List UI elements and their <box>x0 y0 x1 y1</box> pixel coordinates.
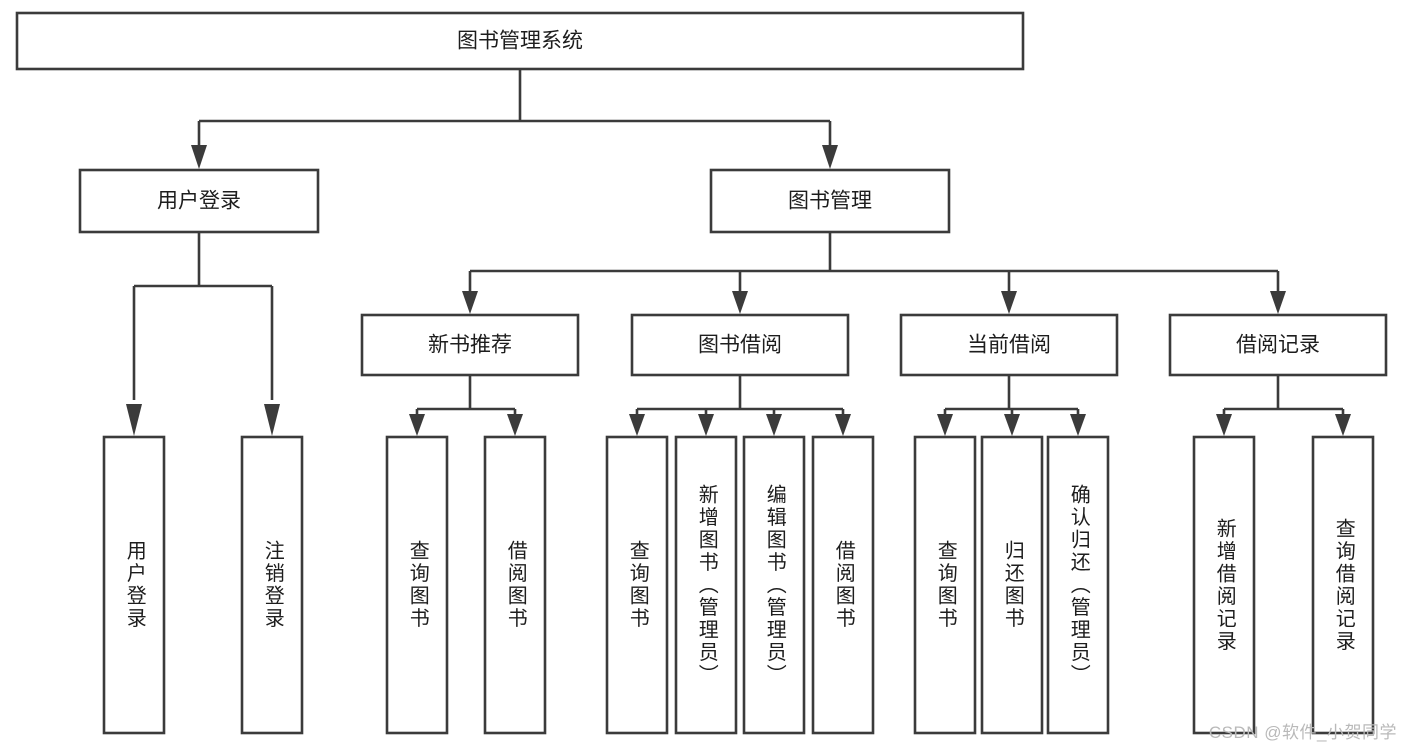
node-book-management-label: 图书管理 <box>788 190 872 213</box>
leaf-box-add-book-admin[interactable] <box>674 435 738 735</box>
connector-group-borrow <box>629 375 851 436</box>
node-book-borrow[interactable]: 图书借阅 <box>630 313 850 377</box>
arrow-bookmgmt-to-newbook <box>462 291 478 314</box>
arrow-userlogin-leaf-1 <box>126 404 142 436</box>
arrow-userlogin-leaf-2 <box>264 404 280 436</box>
leaf-box-borrow-book-recommend[interactable] <box>483 435 547 735</box>
node-borrow-record[interactable]: 借阅记录 <box>1168 313 1388 377</box>
leaf-box-user-login[interactable] <box>102 435 166 735</box>
leaf-box-logout[interactable] <box>240 435 304 735</box>
connector-group-bookmgmt <box>462 232 1286 314</box>
arrow-root-to-userlogin <box>191 145 207 169</box>
arrow-current-leaf-3 <box>1070 414 1086 436</box>
arrow-borrow-leaf-1 <box>629 414 645 436</box>
node-borrow-record-label: 借阅记录 <box>1236 334 1320 357</box>
node-borrow-record-box[interactable] <box>1168 313 1388 377</box>
arrow-bookmgmt-to-record <box>1270 291 1286 314</box>
node-new-book-recommend-label: 新书推荐 <box>428 334 512 357</box>
leaf-box-edit-book-admin[interactable] <box>742 435 806 735</box>
connector-group-root <box>191 69 838 169</box>
connector-group-newbook <box>409 375 523 436</box>
node-user-login[interactable]: 用户登录 <box>78 168 320 234</box>
leaf-box-query-book-borrow[interactable] <box>605 435 669 735</box>
leaf-box-query-borrow-record[interactable] <box>1311 435 1375 735</box>
arrow-record-leaf-2 <box>1335 414 1351 436</box>
connector-group-record <box>1216 375 1351 436</box>
node-user-login-box[interactable] <box>78 168 320 234</box>
leaf-box-add-borrow-record[interactable] <box>1192 435 1256 735</box>
arrow-bookmgmt-to-current <box>1001 291 1017 314</box>
node-book-management-box[interactable] <box>709 168 951 234</box>
arrow-newbook-leaf-1 <box>409 414 425 436</box>
leaf-box-return-book[interactable] <box>980 435 1044 735</box>
connector-group-current <box>937 375 1086 436</box>
arrow-borrow-leaf-2 <box>698 414 714 436</box>
leaf-box-borrow-book[interactable] <box>811 435 875 735</box>
arrow-bookmgmt-to-borrow <box>732 291 748 314</box>
csdn-watermark: CSDN @软件_小贺同学 <box>1208 723 1397 742</box>
arrow-root-to-bookmgmt <box>822 145 838 169</box>
node-book-borrow-label: 图书借阅 <box>698 334 782 357</box>
node-new-book-recommend[interactable]: 新书推荐 <box>360 313 580 377</box>
node-new-book-recommend-box[interactable] <box>360 313 580 377</box>
node-current-borrow[interactable]: 当前借阅 <box>899 313 1119 377</box>
node-current-borrow-box[interactable] <box>899 313 1119 377</box>
arrow-borrow-leaf-4 <box>835 414 851 436</box>
leaf-box-query-book-recommend[interactable] <box>385 435 449 735</box>
node-root-box[interactable] <box>15 11 1025 71</box>
arrow-current-leaf-2 <box>1004 414 1020 436</box>
arrow-record-leaf-1 <box>1216 414 1232 436</box>
leaf-box-confirm-return-admin[interactable] <box>1046 435 1110 735</box>
node-root[interactable]: 图书管理系统 <box>15 11 1025 71</box>
leaf-box-query-book-current[interactable] <box>913 435 977 735</box>
node-root-label: 图书管理系统 <box>457 30 583 53</box>
arrow-current-leaf-1 <box>937 414 953 436</box>
node-current-borrow-label: 当前借阅 <box>967 334 1051 357</box>
arrow-newbook-leaf-2 <box>507 414 523 436</box>
node-book-management[interactable]: 图书管理 <box>709 168 951 234</box>
node-user-login-label: 用户登录 <box>157 190 241 213</box>
node-book-borrow-box[interactable] <box>630 313 850 377</box>
connector-group-userlogin <box>126 232 280 436</box>
arrow-borrow-leaf-3 <box>766 414 782 436</box>
